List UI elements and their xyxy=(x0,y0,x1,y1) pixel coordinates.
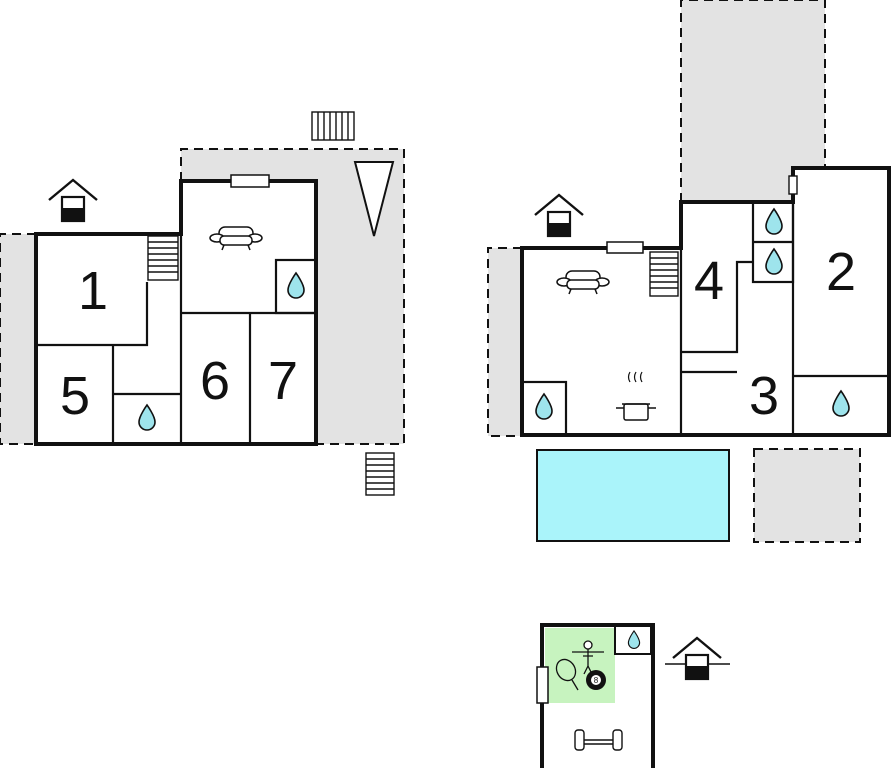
triangle-icon xyxy=(353,161,395,237)
right-house-floor xyxy=(522,168,889,435)
house-entrance-icon xyxy=(533,193,585,238)
right-house-outer-wall xyxy=(520,166,891,437)
window-icon xyxy=(606,241,644,254)
billiard-ball-icon: 8 xyxy=(586,670,606,690)
house-entrance-icon xyxy=(47,178,99,223)
window-icon xyxy=(536,666,549,704)
table-tennis-icon xyxy=(555,658,579,691)
stairs-icon xyxy=(365,452,395,496)
terrace-left-house-east xyxy=(181,149,404,444)
games-area xyxy=(545,628,615,703)
dumbbell-icon xyxy=(574,729,623,751)
stairs-icon xyxy=(311,111,355,141)
table-football-icon xyxy=(572,640,604,675)
room-2-label: 2 xyxy=(826,242,856,302)
terrace-right-house-west xyxy=(488,248,522,436)
stairs-icon xyxy=(147,235,179,281)
room-7-label: 7 xyxy=(268,351,298,411)
terrace-left-house-west xyxy=(0,234,36,444)
stairs-icon xyxy=(649,251,679,297)
terrace-right-house-south xyxy=(753,448,861,543)
room-1-label: 1 xyxy=(78,261,108,321)
terrace-right-house-west-border xyxy=(487,247,522,437)
room-6-label: 6 xyxy=(200,351,230,411)
window-icon xyxy=(788,175,798,195)
room-5-label: 5 xyxy=(60,366,90,426)
billiard-ball-number: 8 xyxy=(594,676,599,685)
left-house-floor xyxy=(36,181,316,444)
left-house-outer-wall xyxy=(34,179,318,446)
house-entrance-icon xyxy=(671,636,723,681)
room-4-label: 4 xyxy=(694,251,724,311)
cooking-pot-icon xyxy=(616,371,656,421)
pool-icon xyxy=(536,449,730,542)
window-icon xyxy=(230,174,270,188)
terrace-left-house-east-border xyxy=(180,148,405,445)
room-3-label: 3 xyxy=(749,366,779,426)
terrace-left-house-west-border xyxy=(0,233,36,445)
